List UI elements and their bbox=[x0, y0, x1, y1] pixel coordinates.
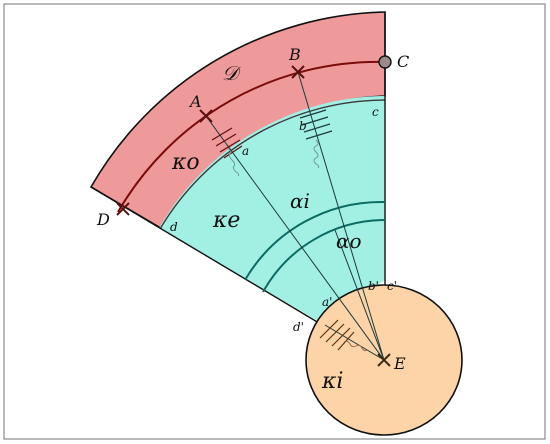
label-c: c bbox=[372, 105, 379, 119]
label-D: D bbox=[96, 210, 110, 229]
hatch-marks-b bbox=[299, 109, 333, 140]
point-C bbox=[378, 55, 392, 69]
spring-b bbox=[313, 139, 320, 169]
spring-a bbox=[227, 147, 240, 177]
label-d-prime: d' bbox=[293, 320, 304, 334]
label-C: C bbox=[397, 52, 409, 71]
label-alpha-o: αo bbox=[336, 229, 362, 253]
label-b-prime: b' bbox=[368, 279, 379, 293]
inner-teal-sector bbox=[159, 96, 385, 322]
ray-A bbox=[205, 115, 385, 361]
label-alpha-i: αi bbox=[290, 189, 310, 213]
label-kappa-i: κi bbox=[321, 369, 343, 394]
boundary-arc-D bbox=[117, 60, 386, 213]
label-a-prime: a' bbox=[322, 295, 332, 309]
label-B: B bbox=[288, 45, 301, 64]
cross-E bbox=[377, 353, 391, 367]
cross-B bbox=[291, 65, 305, 79]
hatch-marks-a bbox=[211, 127, 243, 159]
label-a: a bbox=[242, 144, 249, 158]
figure-border bbox=[3, 3, 546, 440]
label-kappa-o: κo bbox=[171, 150, 200, 175]
label-b: b bbox=[299, 119, 307, 133]
ray-d bbox=[324, 324, 385, 361]
sector-left-edge bbox=[90, 186, 325, 327]
ray-mid bbox=[334, 229, 385, 361]
ray-B bbox=[297, 71, 385, 361]
cross-A bbox=[199, 109, 213, 123]
alpha-i-arc bbox=[244, 200, 386, 281]
spring-d-prime bbox=[343, 340, 369, 352]
alpha-o-arc bbox=[262, 219, 386, 293]
label-d: d bbox=[170, 220, 178, 234]
label-E: E bbox=[393, 354, 406, 373]
cross-D bbox=[116, 202, 130, 216]
label-domain-D: 𝒟 bbox=[222, 61, 242, 85]
inner-boundary-arc bbox=[159, 99, 386, 230]
label-A: A bbox=[188, 92, 202, 111]
label-kappa-e: κe bbox=[212, 208, 240, 233]
label-c-prime: c' bbox=[387, 279, 397, 293]
